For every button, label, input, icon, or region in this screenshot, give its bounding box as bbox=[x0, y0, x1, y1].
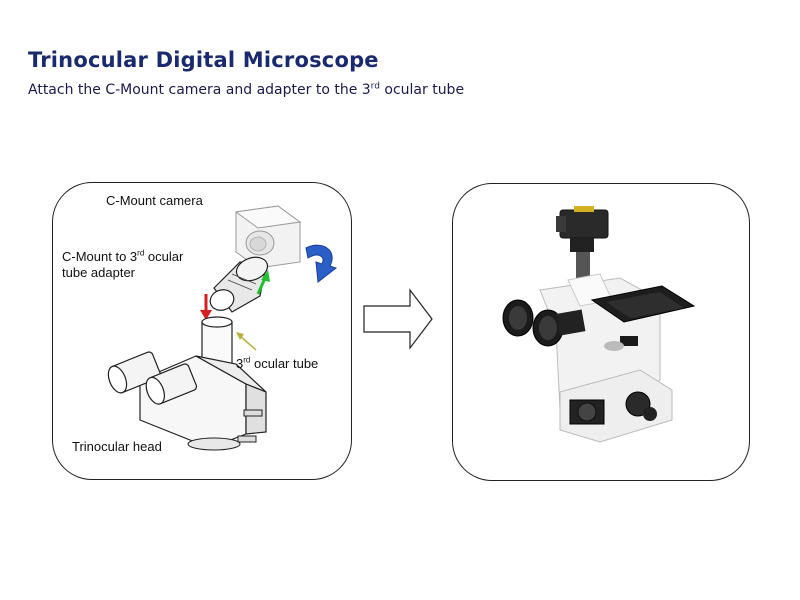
tube-label-superscript: rd bbox=[243, 355, 251, 365]
adapter-label-text: C-Mount to 3 bbox=[62, 249, 138, 264]
subtitle-text: Attach the C-Mount camera and adapter to… bbox=[28, 82, 371, 98]
subtitle-text-end: ocular tube bbox=[379, 82, 465, 98]
red-arrow-icon bbox=[200, 294, 212, 320]
green-arrow-icon bbox=[256, 270, 270, 295]
page-title: Trinocular Digital Microscope bbox=[28, 48, 379, 72]
page-subtitle: Attach the C-Mount camera and adapter to… bbox=[28, 82, 464, 98]
subtitle-superscript: rd bbox=[370, 81, 380, 92]
adapter-label: C-Mount to 3rd ocular tube adapter bbox=[62, 249, 183, 281]
rotate-arrow-icon bbox=[305, 244, 338, 283]
adapter-label-text-end: ocular bbox=[144, 249, 184, 264]
adapter-label-superscript: rd bbox=[137, 248, 145, 258]
trinocular-head-label: Trinocular head bbox=[72, 439, 162, 454]
adapter-illustration bbox=[209, 256, 269, 313]
c-mount-camera-illustration bbox=[234, 205, 302, 269]
ocular-tube-label: 3rd ocular tube bbox=[236, 356, 318, 372]
camera-label: C-Mount camera bbox=[106, 193, 203, 208]
adapter-label-line2: tube adapter bbox=[62, 265, 136, 280]
mounted-camera-illustration bbox=[556, 206, 609, 282]
process-arrow-icon bbox=[363, 288, 433, 350]
microscope-body-illustration bbox=[502, 273, 696, 443]
trinocular-head-illustration bbox=[107, 351, 267, 451]
tube-label-text-end: ocular tube bbox=[250, 356, 319, 371]
tube-label-text: 3 bbox=[236, 356, 244, 371]
tube-pointer-arrow-icon bbox=[236, 332, 257, 351]
